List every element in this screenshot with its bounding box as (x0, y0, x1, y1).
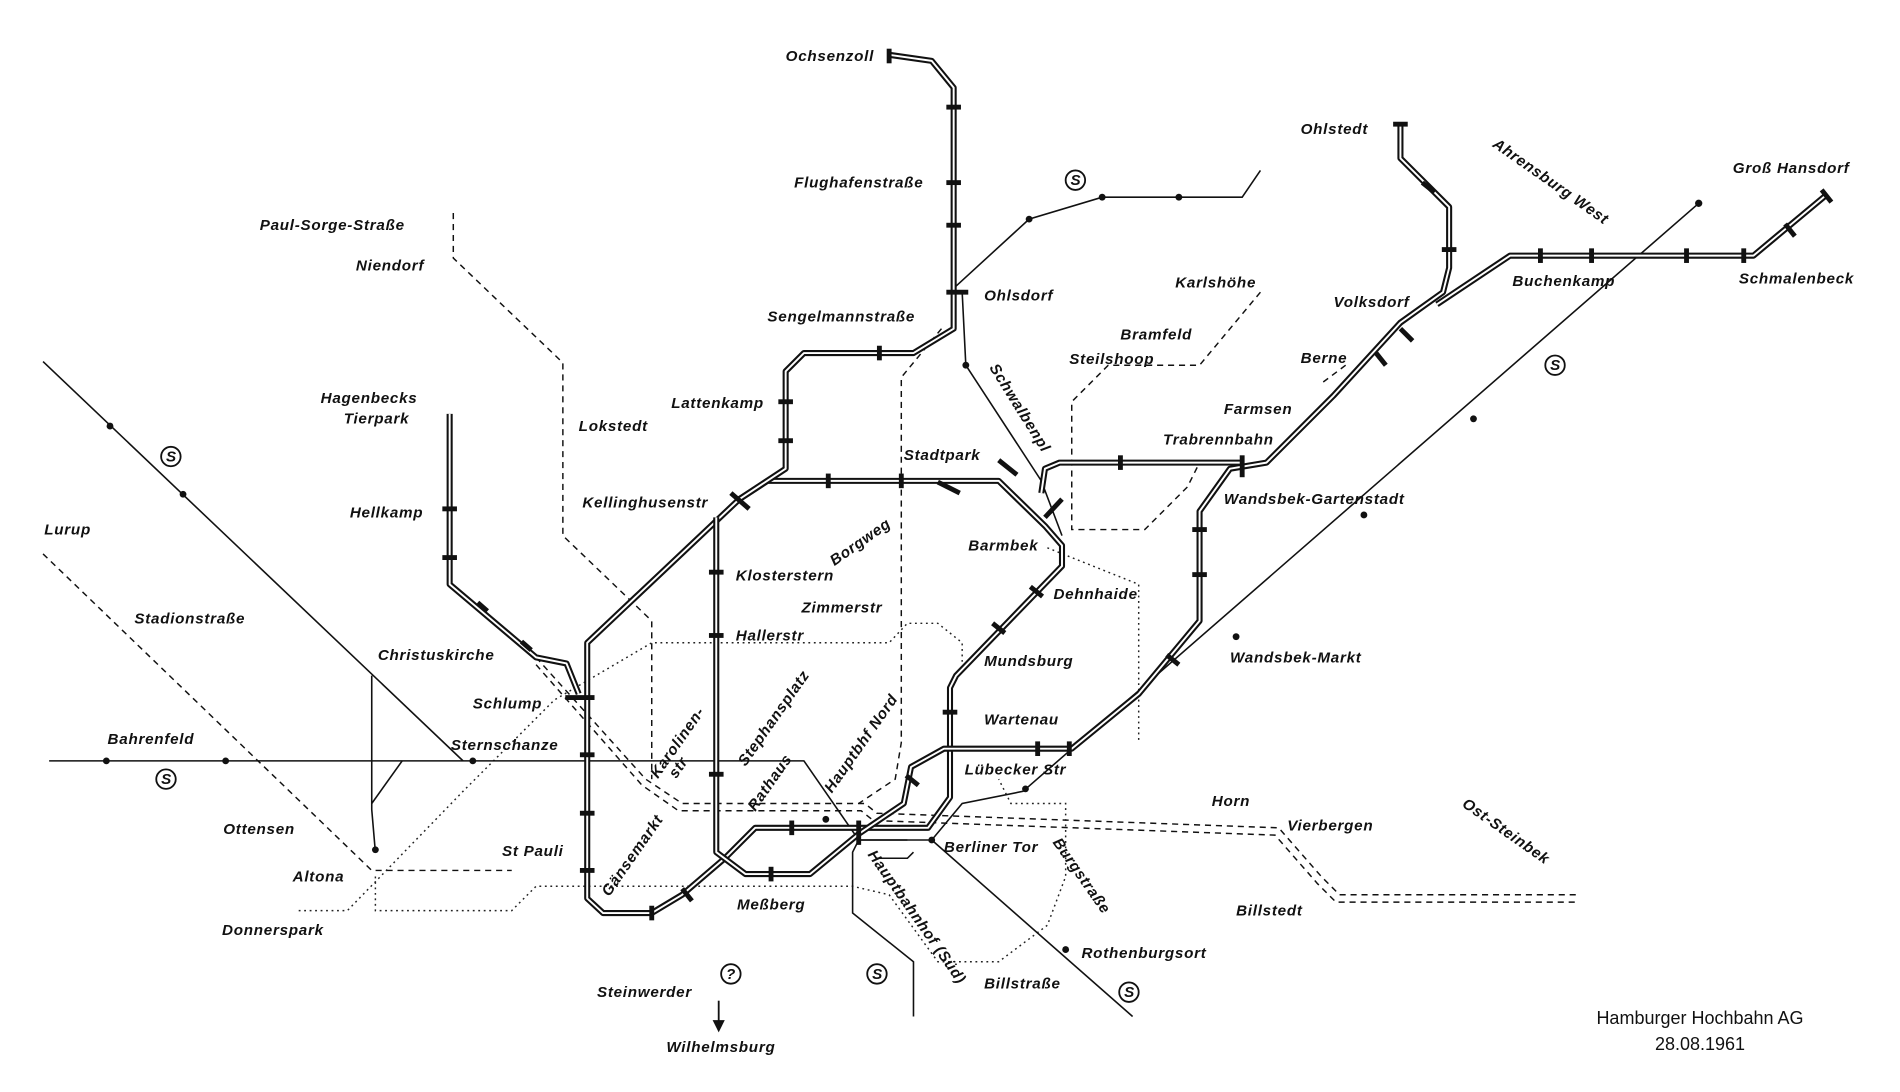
station-label: Tierpark (344, 411, 410, 428)
svg-text:S: S (166, 448, 177, 465)
sbahn-symbols: S S S S S S ? (155, 169, 1566, 1033)
station-label: Karlshöhe (1175, 274, 1256, 291)
planned-lines (42, 213, 1577, 903)
station-label: Lurup (44, 521, 91, 538)
station-label: Berne (1301, 350, 1348, 367)
question-icon: ? (720, 963, 742, 985)
svg-text:?: ? (726, 966, 736, 983)
station-label: Lattenkamp (671, 395, 764, 412)
station-label: Altona (292, 868, 345, 885)
ubahn-lines (446, 51, 1829, 917)
station-label: Meßberg (737, 896, 805, 913)
station-label: Vierbergen (1287, 817, 1373, 834)
station-label: Hauptbhf Nord (821, 691, 901, 796)
svg-text:S: S (161, 771, 172, 788)
station-label: Ahrensburg West (1489, 135, 1612, 228)
station-label: Schlump (473, 696, 542, 713)
station-label: St Pauli (502, 843, 564, 860)
station-label: Billstedt (1236, 902, 1303, 919)
station-label: Dehnhaide (1053, 586, 1137, 603)
publisher-label: Hamburger Hochbahn AG (1596, 1008, 1804, 1028)
station-label: Ost-Steinbek (1459, 795, 1553, 868)
station-label: Groß Hansdorf (1733, 160, 1851, 177)
station-label: Steinwerder (597, 984, 692, 1001)
station-label: Sternschanze (451, 737, 559, 754)
station-label: Kellinghusenstr (582, 495, 708, 512)
station-label: Buchenkamp (1512, 273, 1615, 290)
station-label: Bahrenfeld (108, 731, 195, 748)
station-label: Volksdorf (1333, 294, 1410, 311)
station-label: Barmbek (968, 537, 1039, 554)
station-label: Ochsenzoll (786, 48, 874, 65)
station-label: Borgweg (827, 515, 894, 569)
station-label: Trabrennbahn (1163, 431, 1274, 448)
sbahn-stations (102, 193, 1703, 953)
sbahn-icon: S (866, 963, 888, 985)
station-labels: Ochsenzoll Flughafenstraße Ohlsdorf Seng… (44, 48, 1855, 1056)
station-label: Bramfeld (1120, 327, 1192, 344)
station-label: Stadionstraße (134, 610, 245, 627)
station-label: Wandsbek-Markt (1230, 649, 1362, 666)
svg-text:S: S (1550, 357, 1561, 374)
station-label: Schmalenbeck (1739, 271, 1855, 288)
station-label: Steilshoop (1069, 351, 1154, 368)
station-label: Wandsbek-Gartenstadt (1224, 491, 1405, 508)
station-label: Lokstedt (579, 418, 648, 435)
station-label: Wartenau (984, 711, 1059, 728)
station-label: Stadtpark (904, 447, 982, 464)
station-label: Ottensen (223, 821, 295, 838)
station-label: Sengelmannstraße (767, 308, 915, 325)
sbahn-icon: S (1544, 354, 1566, 376)
station-label: Stephansplatz (735, 667, 813, 769)
station-label: Horn (1212, 793, 1250, 810)
station-label: Wilhelmsburg (666, 1039, 775, 1056)
sbahn-icon: S (1118, 981, 1140, 1003)
station-label: Hellkamp (350, 504, 423, 521)
station-label: Mundsburg (984, 653, 1073, 670)
station-label: Donnerspark (222, 922, 325, 939)
station-label: Lübecker Str (965, 761, 1067, 778)
station-label: Berliner Tor (944, 839, 1039, 856)
sbahn-icon: S (1064, 169, 1087, 191)
arrow-down-icon (712, 1000, 725, 1033)
station-label: Farmsen (1224, 401, 1293, 418)
svg-text:S: S (872, 966, 883, 983)
station-label: Billstraße (984, 976, 1061, 993)
station-label: Burgstraße (1049, 835, 1114, 917)
station-label: Paul-Sorge-Straße (260, 217, 405, 234)
sbahn-icon: S (160, 445, 182, 468)
svg-text:S: S (1124, 984, 1135, 1001)
sbahn-icon: S (155, 768, 177, 790)
station-label: Ohlstedt (1301, 121, 1369, 138)
station-label: Rothenburgsort (1081, 945, 1206, 962)
station-label: Schwalbenpl (986, 361, 1054, 456)
svg-text:S: S (1071, 172, 1082, 189)
station-label: Hagenbecks (321, 390, 418, 407)
station-label: Niendorf (356, 257, 426, 274)
station-label: Christuskirche (378, 647, 495, 664)
station-label: Hallerstr (736, 627, 805, 644)
date-label: 28.08.1961 (1654, 1034, 1746, 1054)
station-label: Ohlsdorf (984, 288, 1054, 305)
station-label: Zimmerstr (800, 599, 882, 616)
station-ticks (442, 48, 1834, 921)
station-label: Flughafenstraße (794, 174, 923, 191)
station-label: Klosterstern (736, 568, 834, 585)
